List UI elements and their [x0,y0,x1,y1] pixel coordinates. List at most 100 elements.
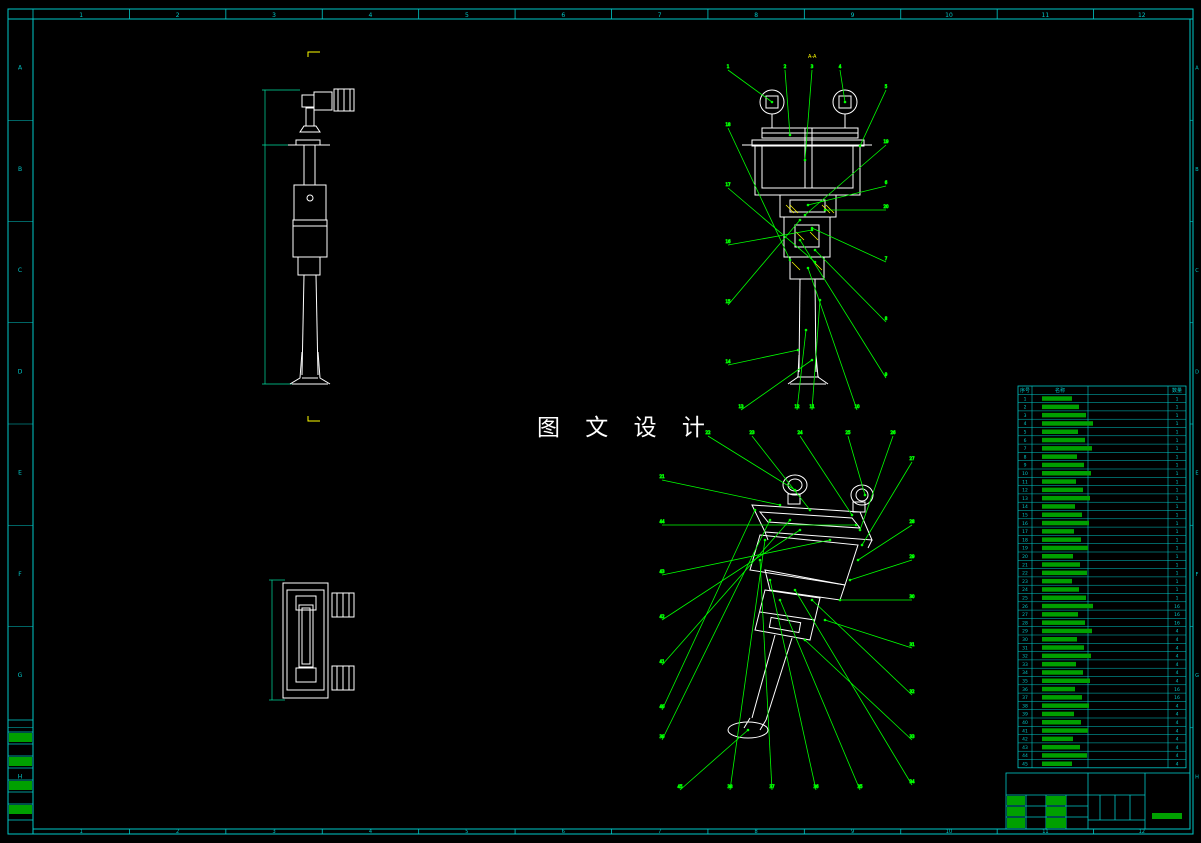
parts-list-name-fill [1042,744,1080,750]
parts-list-number: 43 [1022,745,1028,751]
leader-dot [854,523,858,527]
leader-dot [763,538,767,542]
leader-dot [838,598,842,602]
zone-label-bottom: 3 [272,829,275,835]
balloon-number: 12 [794,404,800,409]
leader-dot [798,528,802,532]
balloon-number: 25 [845,430,851,435]
leader-line [814,249,887,323]
balloon-number: 32 [909,689,915,694]
zone-label-bottom: 11 [1042,829,1048,835]
leader-dot [770,100,774,104]
parts-list-quantity: 1 [1176,579,1179,585]
parts-list-number: 21 [1022,562,1028,568]
balloon-number: 14 [725,359,731,364]
parts-list-quantity: 4 [1176,670,1179,676]
balloon-number: 6 [885,180,888,185]
leader-line [727,219,801,306]
leader-line [807,267,858,411]
section-view [742,89,872,385]
parts-list-name-fill [1042,529,1074,534]
leader-dot [788,133,792,137]
parts-list-name-fill [1042,686,1075,692]
parts-list-header: 序号 [1020,387,1030,394]
balloon-number: 8 [885,316,888,321]
parts-list-quantity: 1 [1176,596,1179,602]
zone-label-top: 12 [1138,12,1146,19]
zone-label-bottom: 7 [658,829,661,835]
parts-list-number: 44 [1022,753,1028,759]
parts-list-quantity: 4 [1176,753,1179,759]
zone-label-top: 1 [79,12,83,19]
parts-list-quantity: 1 [1176,396,1179,402]
leader-dot [798,218,802,222]
parts-list-number: 29 [1022,629,1028,635]
leader-line [751,435,811,511]
parts-list-number: 23 [1022,579,1028,585]
balloon-number: 2 [784,64,787,69]
parts-list-number: 25 [1022,596,1028,602]
leader-dot [863,493,867,497]
leader-dot [823,618,827,622]
leader-line [769,579,817,791]
parts-list-name-fill [1042,412,1086,418]
parts-list-quantity: 1 [1176,446,1179,452]
balloon-number: 35 [857,784,863,789]
zone-label-right: A [1195,66,1199,72]
parts-list-quantity: 1 [1176,521,1179,527]
parts-list-name-fill [1042,645,1084,650]
zone-label-left: H [18,773,23,780]
parts-list-number: 33 [1022,662,1028,668]
balloon-number: 31 [909,642,915,647]
leader-dot [803,638,807,642]
balloon-number: 18 [725,122,731,127]
zone-label-right: E [1195,471,1198,477]
zone-label-bottom: 4 [369,829,372,835]
zone-label-left: F [18,571,22,578]
parts-list-quantity: 1 [1176,479,1179,485]
parts-list-name-fill [1042,753,1087,758]
parts-list-name-fill [1042,720,1081,725]
parts-list-quantity: 4 [1176,654,1179,660]
parts-list-number: 5 [1024,430,1027,436]
parts-list-quantity: 1 [1176,504,1179,510]
leader-dot [828,538,832,542]
leader-dot [810,228,814,232]
parts-list-name-fill [1042,670,1083,675]
leader-line [824,619,913,649]
leader-line [727,187,816,263]
parts-list-number: 20 [1022,554,1028,560]
parts-list-quantity: 4 [1176,679,1179,685]
parts-list-name-fill [1042,628,1092,634]
parts-list-name-fill [1042,462,1084,468]
parts-list-quantity: 4 [1176,637,1179,643]
leader-line [857,524,913,561]
parts-list-name-fill [1042,437,1085,443]
parts-list-name-fill [1042,495,1090,501]
title-block [1005,772,1191,830]
zone-label-bottom: 8 [755,829,758,835]
leader-line [661,519,771,741]
leader-line [804,144,887,216]
balloon-number: 26 [890,430,896,435]
leader-line [661,519,791,666]
leader-line [707,435,796,491]
parts-list-number: 2 [1024,405,1027,411]
parts-list-number: 31 [1022,645,1028,651]
parts-list-number: 32 [1022,654,1028,660]
parts-list-number: 41 [1022,728,1028,734]
leader-line [796,329,807,411]
parts-list-quantity: 4 [1176,728,1179,734]
balloon-number: 20 [883,204,889,209]
parts-list-quantity: 1 [1176,537,1179,543]
parts-list-number: 8 [1024,454,1027,460]
leader-line [807,185,887,206]
leader-dot [803,158,807,162]
parts-list-name-fill [1042,479,1076,484]
parts-list-name-fill [1042,620,1085,625]
zone-label-left: G [18,672,23,679]
parts-list-name-fill [1042,661,1076,667]
